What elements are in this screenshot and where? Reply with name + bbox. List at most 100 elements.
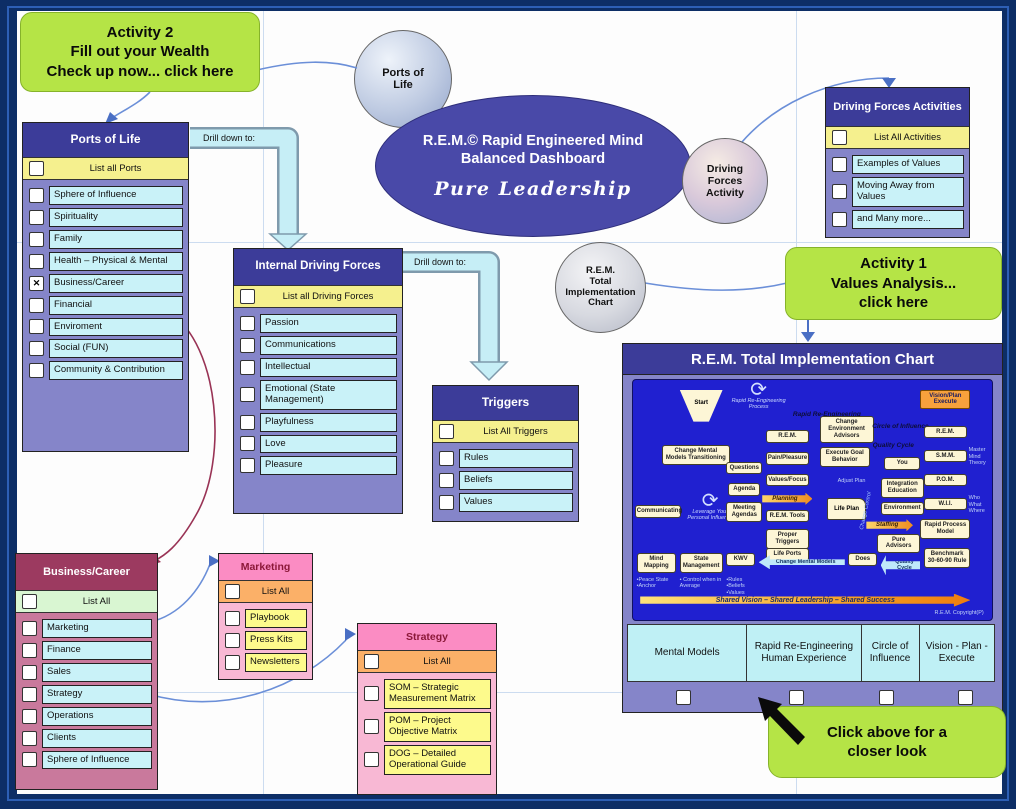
list-item-label[interactable]: Sales bbox=[42, 662, 152, 682]
implementation-chart-panel[interactable]: R.E.M. Total Implementation Chart StartR… bbox=[622, 343, 1003, 713]
list-item-label[interactable]: and Many more... bbox=[852, 209, 964, 229]
list-item-label[interactable]: Operations bbox=[42, 706, 152, 726]
list-item-label[interactable]: Pleasure bbox=[260, 456, 397, 476]
list-item-label[interactable]: Emotional (State Management) bbox=[260, 379, 397, 410]
list-item-label[interactable]: Finance bbox=[42, 640, 152, 660]
list-header-row[interactable]: List all Ports bbox=[23, 157, 188, 180]
checkbox[interactable] bbox=[789, 690, 804, 705]
checkbox[interactable] bbox=[439, 472, 454, 488]
checkbox[interactable] bbox=[240, 387, 255, 403]
checkbox[interactable] bbox=[240, 359, 255, 375]
list-item-label[interactable]: Strategy bbox=[42, 684, 152, 704]
checkbox[interactable] bbox=[832, 156, 847, 172]
list-item-label[interactable]: Enviroment bbox=[49, 317, 183, 337]
list-item-label[interactable]: Health – Physical & Mental bbox=[49, 251, 183, 271]
footer-cell[interactable]: Circle of Influence bbox=[860, 624, 920, 682]
checkbox[interactable] bbox=[29, 297, 44, 313]
checkbox[interactable] bbox=[22, 594, 37, 609]
list-item-label[interactable]: SOM – Strategic Measurement Matrix bbox=[384, 679, 491, 709]
list-item-label[interactable]: Clients bbox=[42, 728, 152, 748]
checkbox[interactable] bbox=[22, 730, 37, 746]
list-header-row[interactable]: List All bbox=[219, 580, 312, 603]
list-item-label[interactable]: Sphere of Influence bbox=[49, 186, 183, 205]
checkbox[interactable] bbox=[364, 752, 379, 768]
footer-cell[interactable]: Vision - Plan - Execute bbox=[918, 624, 995, 682]
list-item-label[interactable]: POM – Project Objective Matrix bbox=[384, 711, 491, 742]
checkbox[interactable] bbox=[240, 458, 255, 474]
list-item-label[interactable]: Spirituality bbox=[49, 207, 183, 227]
checkbox[interactable] bbox=[832, 211, 847, 227]
list-item-label[interactable]: Social (FUN) bbox=[49, 339, 183, 359]
checkbox[interactable] bbox=[240, 315, 255, 331]
checkbox[interactable] bbox=[225, 632, 240, 648]
list-item-label[interactable]: Passion bbox=[260, 314, 397, 333]
checkbox[interactable] bbox=[439, 424, 454, 439]
checkbox[interactable] bbox=[240, 337, 255, 353]
checkbox[interactable] bbox=[832, 184, 847, 200]
checkbox[interactable] bbox=[364, 654, 379, 669]
list-item-label[interactable]: Newsletters bbox=[245, 652, 307, 672]
checkbox[interactable] bbox=[364, 686, 379, 702]
rem-chart-globe[interactable]: R.E.M. Total Implementation Chart bbox=[555, 242, 646, 333]
list-item-label[interactable]: Community & Contribution bbox=[49, 361, 183, 381]
list-item-label[interactable]: Playbook bbox=[245, 609, 307, 628]
driving-forces-activity-globe[interactable]: Driving Forces Activity bbox=[682, 138, 768, 224]
checkbox[interactable] bbox=[29, 209, 44, 225]
list-header-row[interactable]: List All Activities bbox=[826, 126, 969, 149]
checkbox[interactable] bbox=[29, 187, 44, 203]
list-item-label[interactable]: Intellectual bbox=[260, 357, 397, 377]
checkbox[interactable] bbox=[22, 752, 37, 768]
checkbox[interactable] bbox=[22, 664, 37, 680]
list-item-label[interactable]: Playfulness bbox=[260, 412, 397, 432]
checkbox[interactable] bbox=[225, 584, 240, 599]
checkbox[interactable] bbox=[22, 708, 37, 724]
activity1-callout[interactable]: Activity 1 Values Analysis... click here bbox=[785, 247, 1002, 320]
list-item-label[interactable]: Sphere of Influence bbox=[42, 750, 152, 770]
activity2-callout[interactable]: Activity 2 Fill out your Wealth Check up… bbox=[20, 12, 260, 92]
list-item-label[interactable]: Examples of Values bbox=[852, 155, 964, 174]
checkbox[interactable] bbox=[958, 690, 973, 705]
closer-look-callout[interactable]: Click above for a closer look bbox=[768, 706, 1006, 778]
checkbox[interactable] bbox=[832, 130, 847, 145]
checkbox[interactable] bbox=[879, 690, 894, 705]
checkbox[interactable] bbox=[225, 654, 240, 670]
checkbox[interactable] bbox=[676, 690, 691, 705]
checkbox[interactable] bbox=[29, 161, 44, 176]
checkbox[interactable] bbox=[225, 610, 240, 626]
list-item: Beliefs bbox=[439, 470, 573, 490]
checkbox[interactable] bbox=[240, 289, 255, 304]
checkbox[interactable] bbox=[439, 494, 454, 510]
list-item-label[interactable]: Beliefs bbox=[459, 470, 573, 490]
checkbox[interactable] bbox=[364, 719, 379, 735]
list-item-label[interactable]: Rules bbox=[459, 449, 573, 468]
footer-cell[interactable]: Rapid Re-Engineering Human Experience bbox=[746, 624, 862, 682]
list-item-label[interactable]: Communications bbox=[260, 335, 397, 355]
list-item-label[interactable]: Business/Career bbox=[49, 273, 183, 293]
list-header-row[interactable]: List All Triggers bbox=[433, 420, 578, 443]
checkbox[interactable] bbox=[22, 620, 37, 636]
list-item-label[interactable]: Values bbox=[459, 492, 573, 512]
list-header-row[interactable]: List All bbox=[358, 650, 496, 673]
list-item-label[interactable]: DOG – Detailed Operational Guide bbox=[384, 744, 491, 775]
list-item-label[interactable]: Family bbox=[49, 229, 183, 249]
checkbox[interactable] bbox=[29, 363, 44, 379]
list-item-label[interactable]: Love bbox=[260, 434, 397, 454]
checkbox[interactable]: ✕ bbox=[29, 275, 44, 291]
checkbox[interactable] bbox=[29, 319, 44, 335]
list-header-row[interactable]: List all Driving Forces bbox=[234, 285, 402, 308]
checkbox[interactable] bbox=[29, 341, 44, 357]
checkbox[interactable] bbox=[22, 686, 37, 702]
list-header-row[interactable]: List All bbox=[16, 590, 157, 613]
list-item-label[interactable]: Marketing bbox=[42, 619, 152, 638]
checkbox[interactable] bbox=[240, 414, 255, 430]
checkbox[interactable] bbox=[240, 436, 255, 452]
checkbox[interactable] bbox=[29, 253, 44, 269]
footer-cell[interactable]: Mental Models bbox=[627, 624, 748, 682]
list-item-label[interactable]: Moving Away from Values bbox=[852, 176, 964, 207]
list-item-label[interactable]: Press Kits bbox=[245, 630, 307, 650]
checkbox[interactable] bbox=[29, 231, 44, 247]
list-item-label[interactable]: Financial bbox=[49, 295, 183, 315]
checkbox[interactable] bbox=[439, 450, 454, 466]
checkbox[interactable] bbox=[22, 642, 37, 658]
